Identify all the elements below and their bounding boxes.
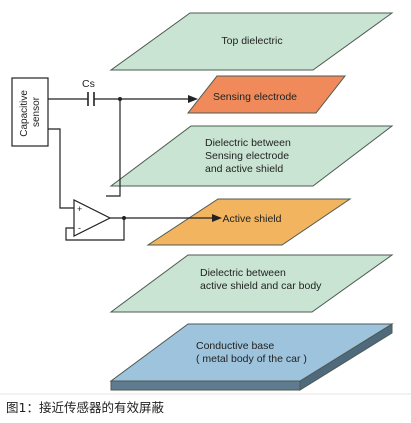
- sensor-box-frame: [11, 77, 49, 147]
- layer-shape: [109, 254, 394, 313]
- circuit-wires: [48, 98, 214, 241]
- figure-caption: 图1：接近传感器的有效屏蔽: [6, 400, 164, 415]
- layer-dielectric-shield-body: Dielectric between active shield and car…: [109, 254, 394, 313]
- layer-label: Dielectric between active shield and car…: [200, 267, 322, 292]
- layer-top-dielectric: Top dielectric: [109, 12, 394, 71]
- layer-shape: [186, 75, 347, 114]
- amplifier-triangle: [73, 199, 112, 237]
- layer-active-shield: Active shield: [146, 198, 352, 246]
- layer-dielectric-sensing-shield: Dielectric between Sensing electrode and…: [109, 125, 394, 187]
- wire-node-down: [106, 99, 121, 197]
- sensor-box-label: Capacitive sensor: [19, 87, 42, 136]
- layer-conductive-base: Conductive base ( metal body of the car …: [109, 323, 394, 391]
- junction-dot: [122, 216, 126, 220]
- layer-label: Active shield: [223, 213, 282, 225]
- junction-dot: [118, 97, 122, 101]
- layer-label: Sensing electrode: [213, 91, 297, 103]
- buffer-amplifier: + -: [73, 199, 112, 237]
- capacitor-label: Cs: [82, 78, 95, 90]
- capacitor-cs: [87, 92, 95, 106]
- layer-shape: [146, 198, 352, 246]
- layer-label: Dielectric between Sensing electrode and…: [205, 137, 294, 175]
- arrow-to-sensing-electrode: [188, 95, 198, 103]
- layer-shape: [109, 12, 394, 71]
- layer-label: Conductive base ( metal body of the car …: [196, 340, 307, 365]
- layer-label: Top dielectric: [221, 35, 282, 47]
- layer-shape: [109, 125, 394, 187]
- amplifier-plus: +: [77, 204, 82, 214]
- layer-side: [110, 380, 301, 391]
- wire-sensor-to-amp-plus: [48, 128, 74, 209]
- capacitive-sensor-box: Capacitive sensor: [11, 77, 49, 147]
- amplifier-minus: -: [78, 223, 81, 233]
- layer-sensing-electrode: Sensing electrode: [186, 75, 347, 114]
- wire-amp-minus-feedback: [65, 218, 125, 241]
- arrow-to-active-shield: [212, 214, 222, 222]
- layer-shape: [109, 323, 394, 382]
